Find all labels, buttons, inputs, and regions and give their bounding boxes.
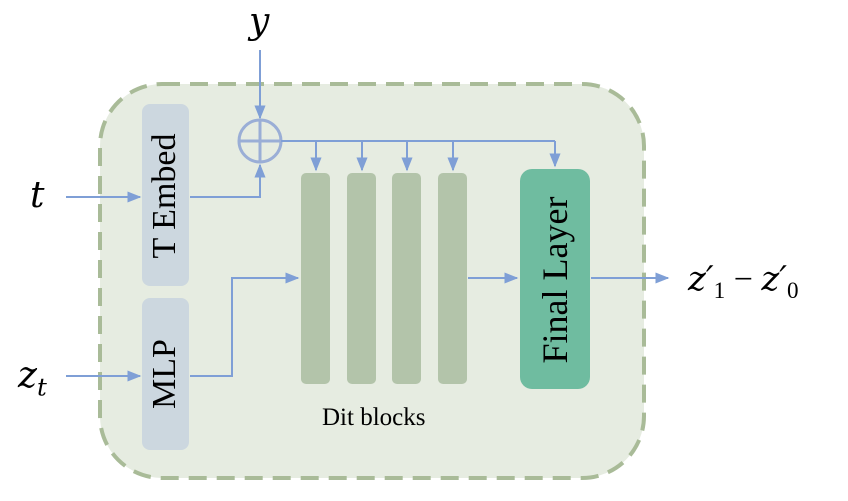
input-y-label: y bbox=[249, 1, 270, 42]
input-t-label: t bbox=[30, 175, 45, 216]
dit-block-1 bbox=[301, 173, 330, 384]
dit-block-4 bbox=[438, 173, 467, 384]
final-layer-label: Final Layer bbox=[535, 196, 575, 364]
arrow-embed-to-adder bbox=[190, 163, 266, 198]
output-z1-base: z′ bbox=[688, 259, 714, 299]
dit-blocks-caption: Dit blocks bbox=[322, 404, 426, 431]
t-embed-block bbox=[142, 104, 189, 286]
output-minus: − bbox=[725, 261, 762, 298]
output-z1-sub: 1 bbox=[713, 278, 726, 305]
input-z-base: z bbox=[18, 355, 37, 396]
dit-block-2 bbox=[347, 173, 376, 384]
input-z-sub: t bbox=[36, 372, 47, 402]
output-z0-sub: 0 bbox=[787, 278, 799, 305]
dit-block-3 bbox=[392, 173, 421, 384]
t-embed-label: T Embed bbox=[146, 133, 183, 259]
mlp-label: MLP bbox=[146, 339, 183, 409]
final-layer-block bbox=[520, 169, 590, 389]
arrow-mlp-to-dit bbox=[190, 272, 300, 377]
output-z0-base: z′ bbox=[761, 259, 788, 299]
output-label: z′1 − z′0 bbox=[688, 262, 799, 303]
mlp-block bbox=[142, 298, 189, 450]
input-z-label: zt bbox=[18, 358, 47, 400]
